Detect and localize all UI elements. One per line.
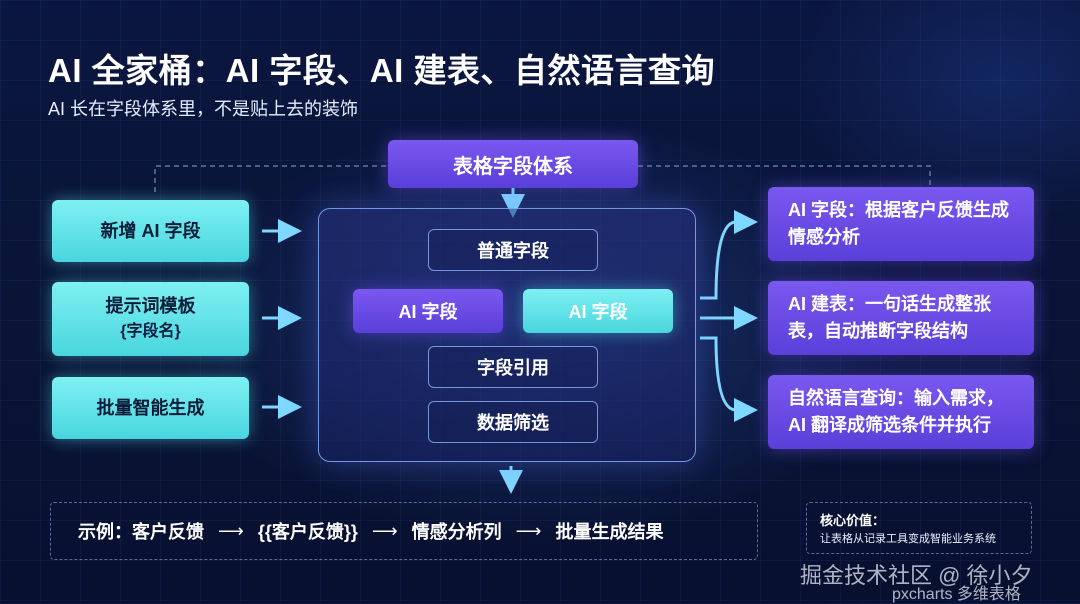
watermark-line-1: 掘金技术社区 @ 徐小夕	[800, 563, 1033, 588]
example-arrow-icon: ⟶	[218, 520, 244, 541]
arrow-right-3	[700, 336, 758, 422]
arrow-right-1	[700, 210, 758, 300]
panel-item-label: AI 字段	[568, 302, 628, 322]
left-node-label: 新增 AI 字段	[100, 221, 201, 241]
panel-item-label: 数据筛选	[477, 413, 549, 433]
right-node-label: AI 字段：根据客户反馈生成情感分析	[788, 200, 1009, 247]
core-value-box	[806, 502, 1032, 554]
example-step-batch: 批量生成结果	[555, 522, 664, 542]
top-dashed-connector	[154, 165, 931, 192]
panel-item-data-filter: 数据筛选	[428, 401, 598, 443]
panel-item-ai-field-purple: AI 字段	[353, 289, 503, 333]
left-node-prompt-template: 提示词模板 {字段名}	[52, 282, 249, 356]
left-node-sublabel: {字段名}	[120, 323, 181, 340]
watermark-line-2: pxcharts 多维表格	[892, 586, 1021, 603]
panel-item-normal-field: 普通字段	[428, 229, 598, 271]
example-step-variable: {{客户反馈}}	[257, 522, 358, 542]
example-bar	[50, 502, 758, 560]
right-node-label: AI 建表：一句话生成整张表，自动推断字段结构	[788, 294, 991, 341]
example-flow: 示例：客户反馈 ⟶ {{客户反馈}} ⟶ 情感分析列 ⟶ 批量生成结果	[78, 518, 663, 544]
page-subtitle: AI 长在字段体系里，不是贴上去的装饰	[48, 99, 359, 119]
right-node-label: 自然语言查询：输入需求，AI 翻译成筛选条件并执行	[788, 388, 1004, 435]
top-node-label: 表格字段体系	[453, 155, 573, 178]
left-node-label: 提示词模板	[105, 296, 196, 316]
center-field-panel	[318, 208, 696, 462]
panel-item-field-reference: 字段引用	[428, 346, 598, 388]
panel-item-ai-field-cyan: AI 字段	[523, 289, 673, 333]
example-label: 示例：客户反馈	[78, 522, 204, 542]
page-title: AI 全家桶：AI 字段、AI 建表、自然语言查询	[48, 52, 716, 89]
core-value-description: 让表格从记录工具变成智能业务系统	[820, 533, 996, 545]
panel-item-label: 字段引用	[477, 358, 549, 378]
panel-item-label: AI 字段	[398, 302, 458, 322]
right-node-ai-table: AI 建表：一句话生成整张表，自动推断字段结构	[768, 281, 1034, 355]
panel-item-label: 普通字段	[477, 241, 549, 261]
left-node-add-ai-field: 新增 AI 字段	[52, 200, 249, 262]
example-arrow-icon: ⟶	[515, 520, 542, 541]
left-node-label: 批量智能生成	[96, 398, 205, 418]
example-step-sentiment: 情感分析列	[411, 522, 502, 542]
core-value-title: 核心价值：	[820, 513, 886, 528]
top-node-field-system: 表格字段体系	[388, 140, 638, 188]
example-arrow-icon: ⟶	[371, 520, 398, 541]
right-node-ai-field: AI 字段：根据客户反馈生成情感分析	[768, 187, 1034, 261]
left-node-batch-generate: 批量智能生成	[52, 377, 249, 439]
right-node-nl-query: 自然语言查询：输入需求，AI 翻译成筛选条件并执行	[768, 375, 1034, 449]
